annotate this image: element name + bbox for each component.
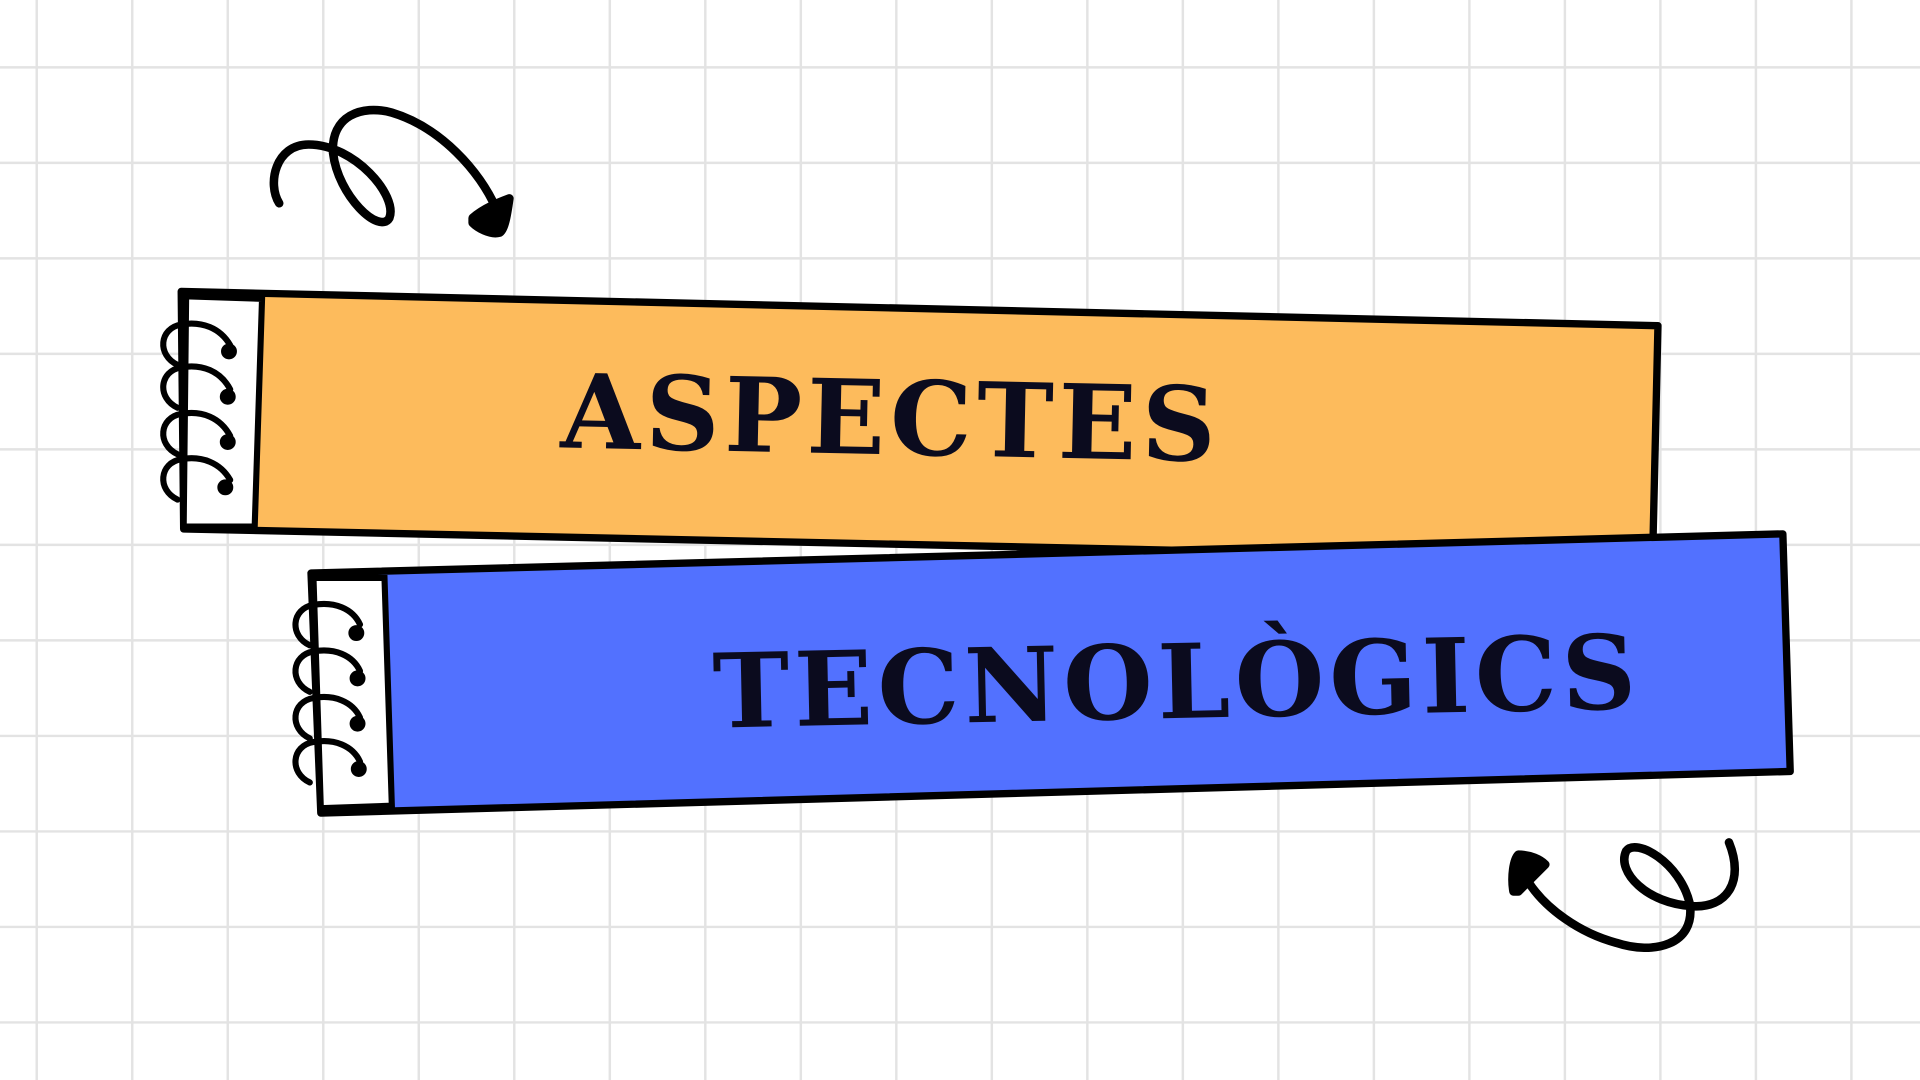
spiral-binding-icon: [292, 600, 367, 786]
orange-notebook-card: ASPECTES: [160, 287, 1662, 555]
spiral-binding-icon: [160, 320, 237, 503]
blue-notebook-card: TECNOLÒGICS: [292, 530, 1794, 817]
title-line-2: TECNOLÒGICS: [712, 612, 1643, 752]
title-line-1: ASPECTES: [559, 351, 1222, 486]
curly-arrow-top-left-icon: [269, 105, 514, 238]
curly-arrow-bottom-right-icon: [1508, 838, 1740, 953]
